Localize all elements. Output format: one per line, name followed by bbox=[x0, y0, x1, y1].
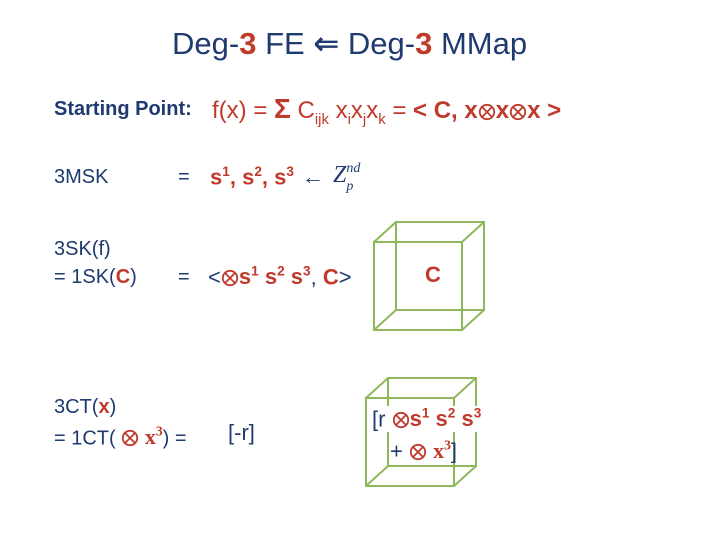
tensor-product-icon bbox=[509, 103, 527, 121]
double-arrow-left-icon: ⇐ bbox=[313, 26, 340, 61]
msk-formula: s1, s2, s3 bbox=[210, 164, 294, 190]
ct-r-text: [-r] bbox=[228, 420, 255, 445]
title-left-pre: Deg- bbox=[172, 26, 240, 61]
sk-cube-label: C bbox=[425, 262, 441, 287]
ct-cube-line1: [r s1 s2 s3 bbox=[372, 406, 482, 433]
tensor-product-icon bbox=[409, 444, 427, 461]
tensor-product-icon bbox=[221, 270, 238, 287]
sk-label-line2: = 1SK(C) bbox=[54, 266, 137, 288]
title-right-pre: Deg- bbox=[347, 26, 416, 61]
ct-cube-line2: + x3] bbox=[390, 438, 458, 464]
x-1: x bbox=[464, 97, 478, 124]
page-title: Deg-3 FE ⇐ Deg-3 MMap bbox=[172, 26, 527, 62]
starting-point-label: Starting Point: bbox=[54, 98, 192, 120]
title-right-post: MMap bbox=[432, 26, 528, 61]
x-3: x bbox=[527, 97, 541, 124]
f-of-x: f(x) = bbox=[212, 97, 275, 124]
tensor-product-icon bbox=[478, 103, 495, 121]
ct-label-line1: 3CT(x) bbox=[54, 396, 117, 418]
xj: x bbox=[350, 97, 363, 124]
x-2: x bbox=[495, 97, 510, 124]
title-left-post: FE bbox=[256, 26, 305, 61]
xk: x bbox=[366, 97, 379, 124]
msk-equals: = bbox=[178, 166, 190, 188]
ct-label-line2: = 1CT( x3) = bbox=[54, 424, 187, 450]
tensor-product-icon bbox=[392, 412, 409, 429]
xi: x bbox=[335, 97, 348, 124]
coef-ijk: ijk bbox=[314, 111, 329, 128]
title-left-degree: 3 bbox=[239, 26, 257, 61]
sk-cube bbox=[373, 221, 485, 331]
C-comma: C, bbox=[433, 97, 465, 124]
title-right-degree: 3 bbox=[415, 26, 433, 61]
tensor-product-icon bbox=[122, 430, 139, 447]
arrow-left-icon: ← bbox=[302, 164, 324, 189]
coef-C: C bbox=[297, 97, 315, 124]
sigma-symbol: Σ bbox=[274, 93, 291, 124]
sk-label-line1: 3SK(f) bbox=[54, 238, 111, 260]
sk-formula: <s1 s2 s3, C> bbox=[208, 264, 352, 290]
msk-label: 3MSK bbox=[54, 166, 109, 188]
sk-equals: = bbox=[178, 266, 190, 288]
